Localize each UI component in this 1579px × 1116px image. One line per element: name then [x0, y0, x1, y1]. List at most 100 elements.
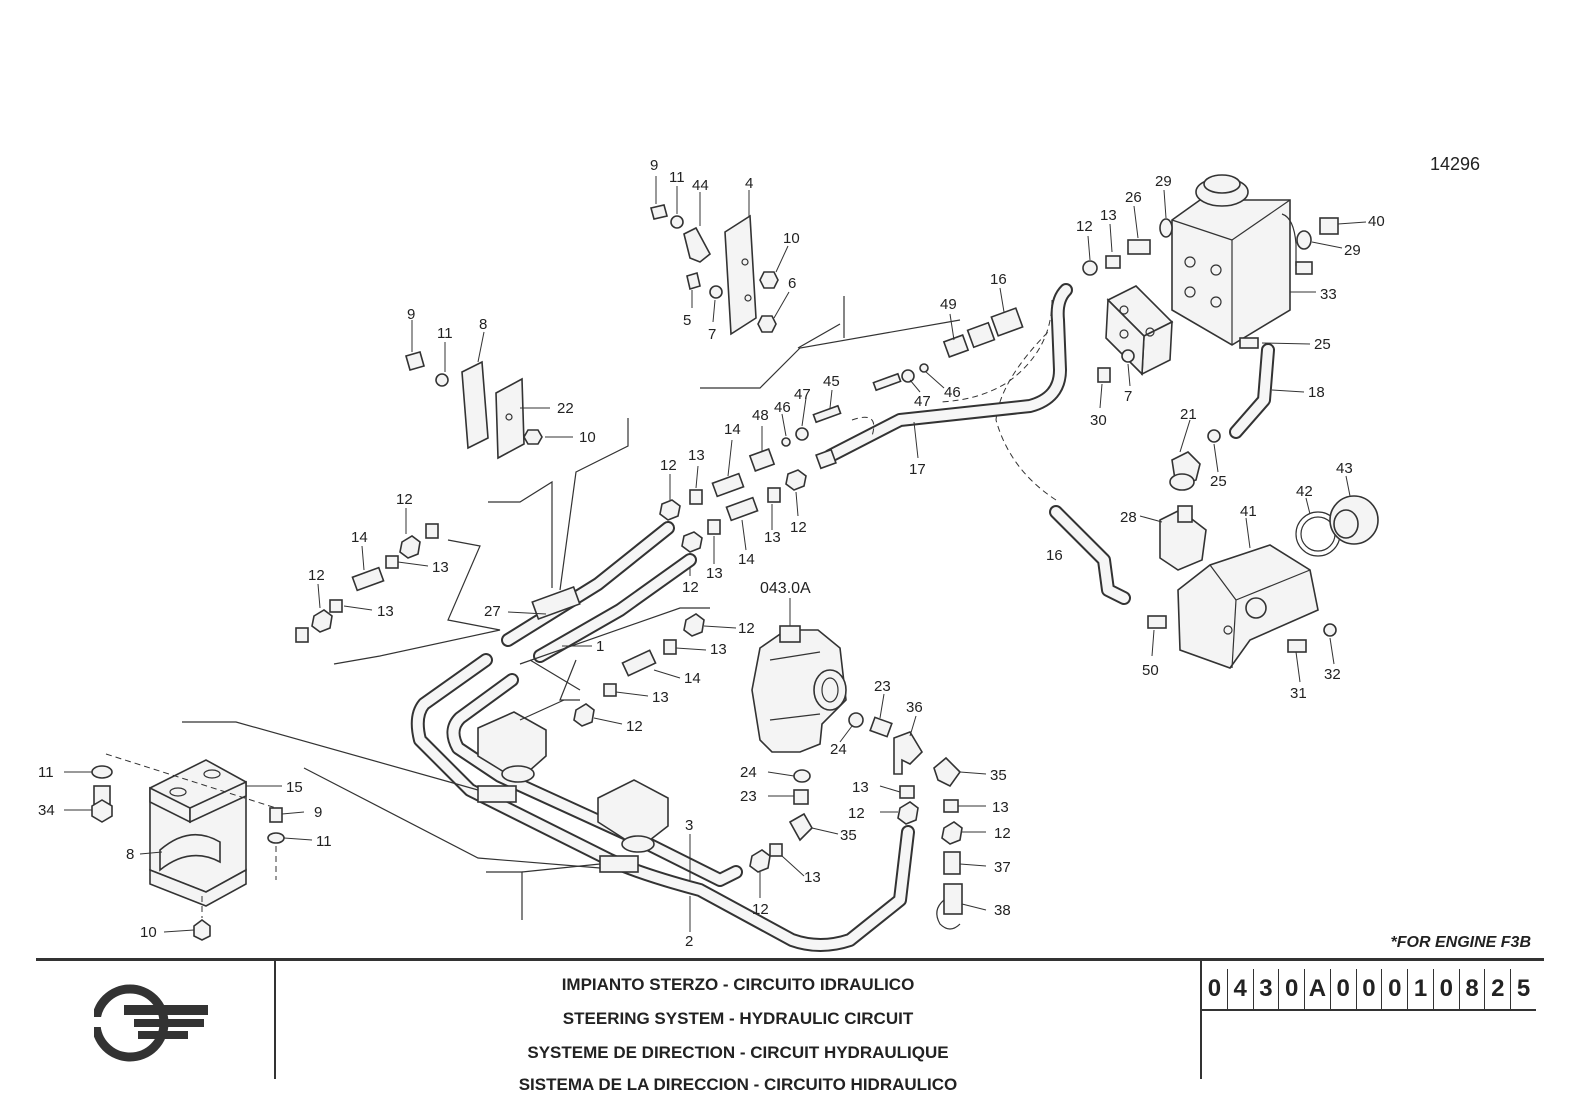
callout-1: 1	[596, 638, 604, 655]
callout-12: 12	[738, 620, 755, 637]
fittings-49-16	[748, 287, 1024, 472]
callout-12: 12	[682, 579, 699, 596]
callout-41: 41	[1240, 503, 1257, 520]
callout-47: 47	[914, 393, 931, 410]
callout-11: 11	[669, 169, 685, 186]
code-digit: 0	[1329, 969, 1356, 1009]
callout-13: 13	[710, 641, 727, 658]
callout-34: 34	[38, 802, 55, 819]
code-digit: 3	[1252, 969, 1279, 1009]
callout-9: 9	[407, 306, 415, 323]
pipe-17	[823, 283, 1073, 463]
clamp-15-detail	[64, 753, 313, 941]
break-lines	[182, 296, 961, 920]
title-english: STEERING SYSTEM - HYDRAULIC CIRCUIT	[562, 1009, 914, 1028]
code-cell: 0 4 3 0 A 0 0 0 1 0 8 2 5	[1200, 961, 1546, 1079]
callout-13: 13	[432, 559, 449, 576]
callout-24: 24	[830, 741, 847, 758]
code-digit: 2	[1484, 969, 1510, 1009]
callout-32: 32	[1324, 666, 1341, 683]
callout-14: 14	[738, 551, 755, 568]
callout-35: 35	[990, 767, 1007, 784]
fittings-right-lower	[749, 693, 987, 930]
code-digit: 0	[1432, 969, 1459, 1009]
callout-5: 5	[683, 312, 691, 329]
callout-14: 14	[351, 529, 368, 546]
callout-13: 13	[852, 779, 869, 796]
callout-46: 46	[944, 384, 961, 401]
pipe-clamps	[477, 711, 669, 873]
callout-24: 24	[740, 764, 757, 781]
callout-38: 38	[994, 902, 1011, 919]
callout-15: 15	[286, 779, 303, 796]
callout-26: 26	[1125, 189, 1142, 206]
callout-8: 8	[126, 846, 134, 863]
callout-10: 10	[579, 429, 596, 446]
callout-30: 30	[1090, 412, 1107, 429]
callout-48: 48	[752, 407, 769, 424]
callout-16: 16	[990, 271, 1007, 288]
callout-45: 45	[823, 373, 840, 390]
callout-11: 11	[38, 764, 54, 781]
title-french: SYSTEME DE DIRECTION - CIRCUIT HYDRAULIQ…	[527, 1043, 949, 1062]
callout-14: 14	[724, 421, 741, 438]
pipe-18	[1229, 343, 1275, 439]
tank-fittings	[1082, 189, 1367, 409]
hydraulic-circuit-diagram: 14296	[38, 154, 1480, 952]
callout-10: 10	[140, 924, 157, 941]
code-digit: 4	[1226, 969, 1253, 1009]
callout-13: 13	[652, 689, 669, 706]
callout-11: 11	[316, 833, 332, 850]
callout-8: 8	[479, 316, 487, 333]
callout-43: 43	[1336, 460, 1353, 477]
title-block: IMPIANTO STERZO - CIRCUITO IDRAULICO STE…	[36, 958, 1546, 1094]
callout-10: 10	[783, 230, 800, 247]
callout-28: 28	[1120, 509, 1137, 526]
code-digit: 0	[1278, 969, 1304, 1009]
callout-35: 35	[840, 827, 857, 844]
callout-36: 36	[906, 699, 923, 716]
callout-23: 23	[740, 788, 757, 805]
callout-2: 2	[685, 933, 693, 950]
pump-41-assembly	[1139, 419, 1379, 683]
callout-7: 7	[1124, 388, 1132, 405]
code-digit: 0	[1381, 969, 1407, 1009]
callout-25: 25	[1210, 473, 1227, 490]
callout-23: 23	[874, 678, 891, 695]
callout-29: 29	[1155, 173, 1172, 190]
callout-44: 44	[692, 177, 709, 194]
callout-40: 40	[1368, 213, 1385, 230]
drawing-number: 14296	[1430, 154, 1480, 174]
steering-valve-043-0A	[751, 598, 847, 753]
company-logo-icon	[94, 984, 208, 1062]
callout-18: 18	[1308, 384, 1325, 401]
callout-4: 4	[745, 175, 753, 192]
logo-cell	[36, 961, 276, 1079]
fittings-left-group	[295, 508, 439, 643]
callout-12: 12	[626, 718, 643, 735]
callout-labels: 9 11 44 4 10 6 5 7 9 11 8 22 10 49 16 47…	[38, 157, 1385, 950]
callout-21: 21	[1180, 406, 1197, 423]
callout-6: 6	[788, 275, 796, 292]
callout-12: 12	[660, 457, 677, 474]
callout-12: 12	[396, 491, 413, 508]
pipes-main	[410, 521, 915, 952]
part-code: 0 4 3 0 A 0 0 0 1 0 8 2 5	[1202, 969, 1536, 1011]
callout-50: 50	[1142, 662, 1159, 679]
callout-46: 46	[774, 399, 791, 416]
callout-13: 13	[706, 565, 723, 582]
code-digit: 1	[1407, 969, 1433, 1009]
fittings-valve-group	[573, 613, 737, 727]
code-digit: 0	[1355, 969, 1382, 1009]
callout-42: 42	[1296, 483, 1313, 500]
callout-12: 12	[752, 901, 769, 918]
callout-13: 13	[804, 869, 821, 886]
callout-12: 12	[308, 567, 325, 584]
pipe-16-lower	[995, 329, 1131, 605]
fittings-center-group	[659, 439, 807, 576]
code-digit: 5	[1510, 969, 1536, 1009]
callout-9: 9	[314, 804, 322, 821]
engine-note: *FOR ENGINE F3B	[1390, 934, 1531, 951]
code-digit: 8	[1458, 969, 1485, 1009]
callout-13: 13	[1100, 207, 1117, 224]
